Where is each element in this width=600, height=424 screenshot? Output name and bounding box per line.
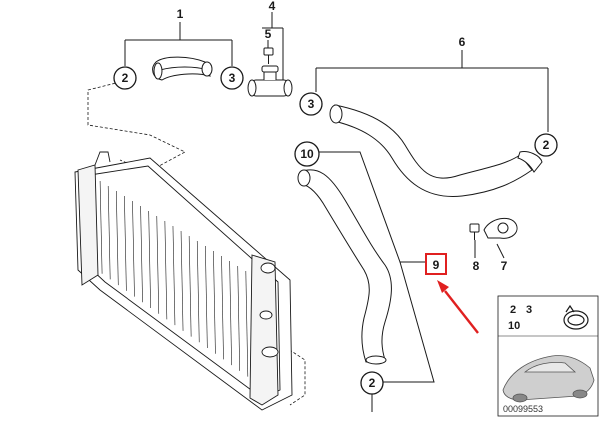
clamp-part-7 [483, 217, 518, 239]
arrow-icon [437, 280, 479, 334]
callouts [113, 66, 558, 395]
callout-circle-p10 [294, 141, 320, 167]
radiator-fin [245, 270, 249, 377]
callout-circle-p2-bottom [360, 371, 384, 395]
radiator-fin [229, 260, 232, 366]
radiator-fin [172, 225, 176, 326]
connector-part-4 [247, 65, 293, 97]
radiator-fin [213, 250, 216, 354]
legend-label-2: 2 [510, 304, 516, 316]
callout-circle-p2-left [113, 66, 137, 90]
radiator-fin [205, 245, 208, 349]
hose-clamp-icon [563, 304, 589, 330]
hose-part-9 [297, 169, 392, 365]
radiator-fin [107, 185, 111, 280]
legend-inset: 2 3 10 00099553 [497, 295, 599, 417]
radiator-fin [221, 255, 224, 360]
callout-circle-p2-right [534, 133, 558, 157]
radiator-fin [156, 215, 160, 314]
radiator-fin [148, 210, 151, 309]
label-part-6: 6 [459, 35, 466, 49]
callout-circle-p3-right [299, 92, 323, 116]
leader-lines [124, 12, 549, 412]
reference-code: 00099553 [503, 404, 543, 414]
label-part-1: 1 [177, 7, 184, 21]
label-part-2-left: 2 [122, 71, 129, 85]
label-part-2-right: 2 [543, 138, 550, 152]
label-part-8: 8 [473, 259, 480, 273]
radiator-fin [188, 235, 192, 337]
legend-label-10: 10 [508, 320, 520, 332]
radiator-fin [140, 205, 143, 303]
label-part-9: 9 [433, 258, 440, 272]
radiator-fin [237, 265, 241, 371]
screw-part-5 [263, 47, 274, 64]
label-part-5: 5 [265, 27, 272, 41]
label-part-2-bottom: 2 [369, 376, 376, 390]
label-part-3-left: 3 [229, 71, 236, 85]
radiator-fin [115, 190, 119, 286]
car-silhouette-icon [502, 355, 595, 403]
legend-label-3: 3 [526, 304, 532, 316]
hose-part-1 [152, 56, 213, 81]
radiator [74, 151, 293, 411]
radiator-fin [164, 220, 168, 320]
hose-part-6 [329, 104, 543, 198]
radiator-fin [124, 195, 127, 291]
radiator-fin [180, 230, 184, 331]
label-part-10: 10 [300, 147, 314, 161]
radiator-fin [99, 180, 103, 274]
radiator-fin [132, 200, 135, 297]
label-part-7: 7 [501, 259, 508, 273]
highlight-box-p9 [425, 253, 447, 275]
label-part-3-right: 3 [308, 97, 315, 111]
label-part-4: 4 [269, 0, 276, 13]
screw-part-8 [469, 223, 480, 240]
callout-circle-p3-left [220, 66, 244, 90]
radiator-fin [196, 240, 200, 343]
